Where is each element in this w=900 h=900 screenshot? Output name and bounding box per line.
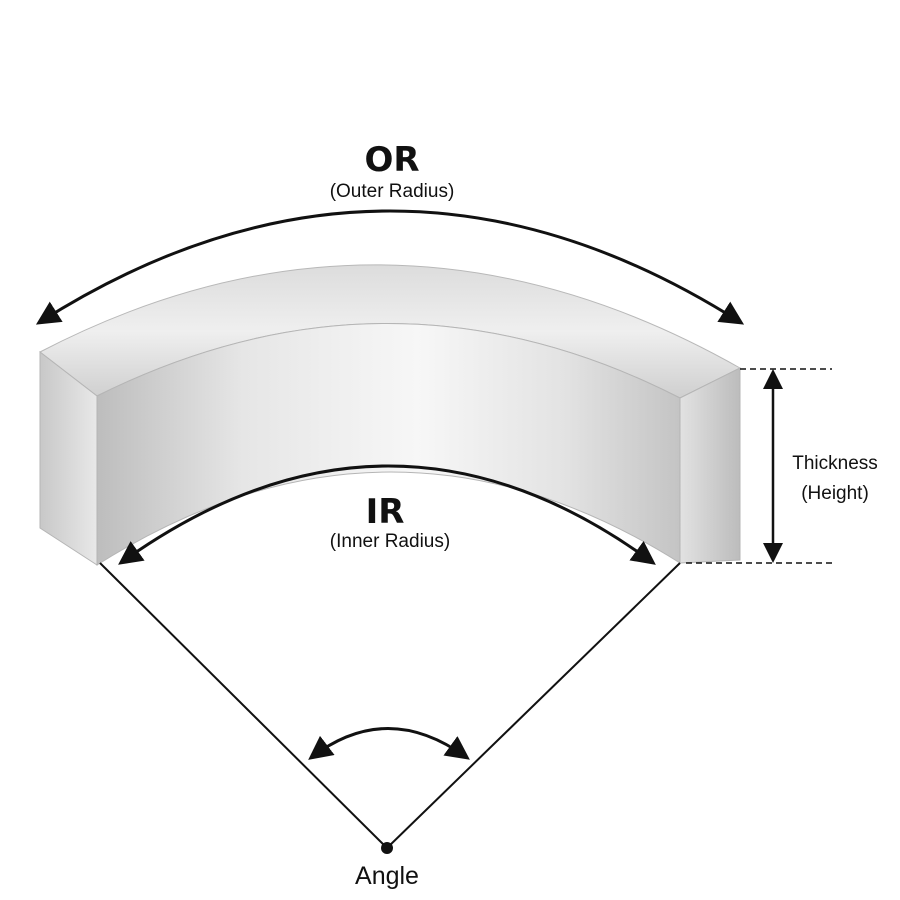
thickness-label: Thickness [792,453,878,474]
outer-radius-arrow [35,209,745,325]
or-title: OR [364,140,420,180]
angle-line-right [386,562,681,849]
angle-vertex-dot [381,842,393,854]
ir-title: IR [365,492,405,532]
height-label: (Height) [801,483,869,504]
angle-line-left [99,562,388,849]
angle-arc-arrow [308,727,470,760]
magnet-right-end-face [679,367,741,564]
inner-radius-arrow [118,464,656,565]
arc-magnet [39,264,742,566]
or-subtitle: (Outer Radius) [329,181,455,202]
angle-label: Angle [355,862,419,890]
ir-subtitle: (Inner Radius) [329,531,451,552]
